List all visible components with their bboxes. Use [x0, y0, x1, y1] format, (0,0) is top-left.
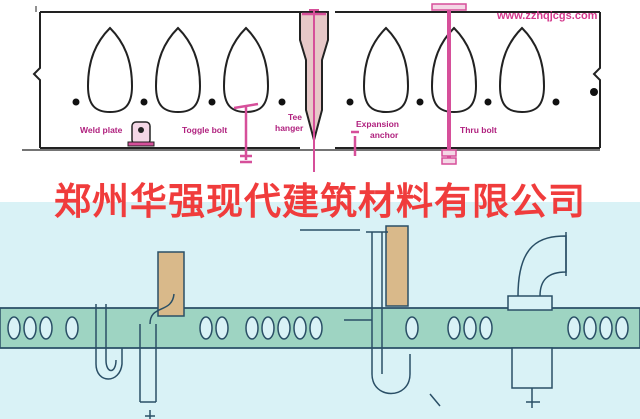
- watermark-url: www.zzhqjcgs.com: [496, 10, 598, 22]
- expansion-anchor: [351, 130, 359, 156]
- label-anchor: anchor: [370, 130, 399, 140]
- drain-pipe-center: [300, 225, 441, 407]
- label-weld-plate: Weld plate: [80, 125, 123, 135]
- company-name: 郑州华强现代建筑材料有限公司: [54, 180, 586, 223]
- tee-hanger: [299, 9, 329, 172]
- toggle-bolt: [233, 102, 259, 164]
- slab-cores: [86, 26, 546, 114]
- plumbing-penetration-diagram: [0, 224, 640, 419]
- slab-attachment-diagram: Weld plate Toggle bolt Tee hanger Expans…: [0, 0, 640, 172]
- hollow-core-slab: [22, 6, 601, 151]
- label-hanger: hanger: [275, 123, 304, 133]
- label-tee: Tee: [288, 112, 302, 122]
- drain-pipe-left: [95, 251, 185, 419]
- company-banner: 郑州华强现代建筑材料有限公司: [0, 172, 640, 224]
- label-toggle-bolt: Toggle bolt: [182, 125, 227, 135]
- label-expansion: Expansion: [356, 119, 399, 129]
- vent-pipe-right: [507, 232, 567, 408]
- thru-bolt: [431, 3, 467, 165]
- strand-dots: [72, 88, 598, 106]
- slab-core-voids: [7, 316, 629, 340]
- weld-plate: [127, 121, 155, 147]
- label-thru-bolt: Thru bolt: [460, 125, 497, 135]
